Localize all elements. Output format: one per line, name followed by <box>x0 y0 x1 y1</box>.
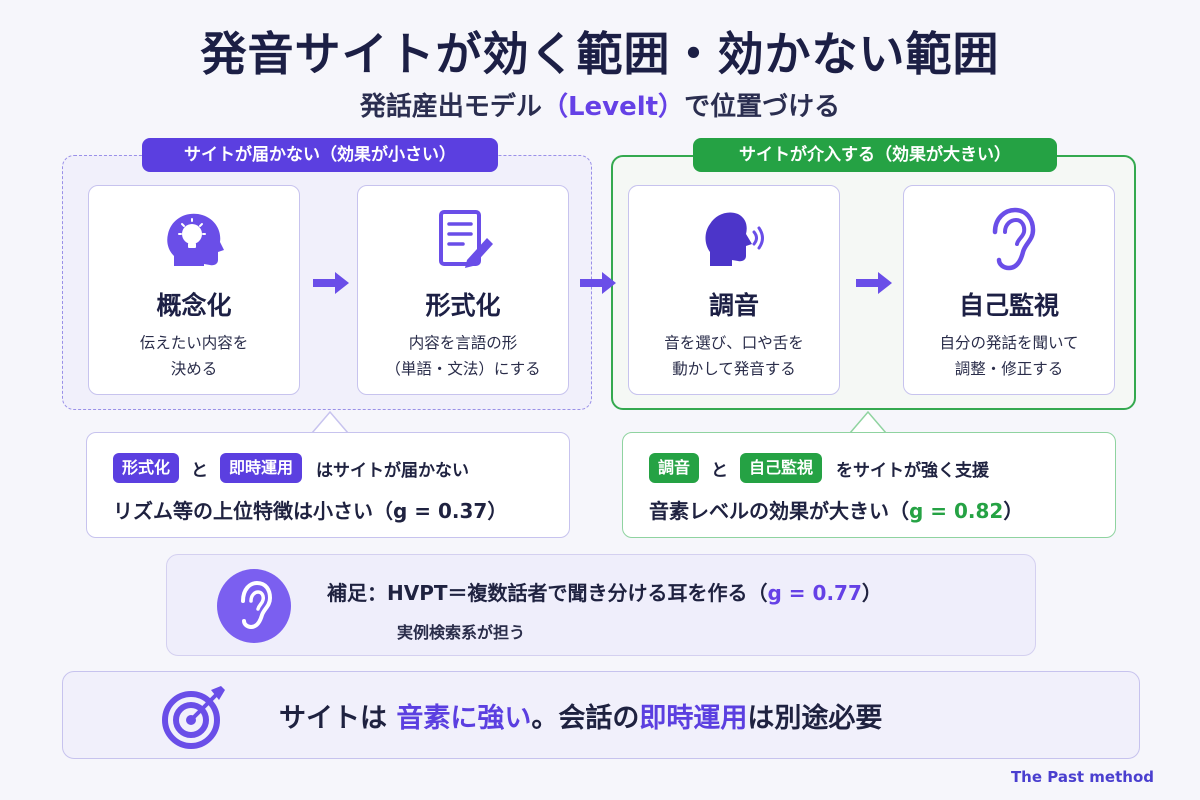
subtitle-prefix: 発話産出モデル <box>359 92 542 122</box>
arrow-right-icon <box>580 272 616 294</box>
note-unreached: 形式化 と 即時運用 はサイトが届かない リズム等の上位特徴は小さい（g = 0… <box>86 432 570 538</box>
note-line: 調音 と 自己監視 をサイトが強く支援 <box>649 453 989 483</box>
effect-size: g = 0.37 <box>393 499 488 523</box>
stage-description-line: 伝えたい内容を <box>139 334 249 352</box>
ear-icon <box>992 207 1036 271</box>
stage-description: 音を選び、口や舌を 動かして発音する <box>629 330 839 382</box>
conclusion-box: サイトは 音素に強い。会話の即時運用は別途必要 <box>62 671 1140 759</box>
conclusion-part: 。会話の <box>531 703 640 734</box>
note-effect: リズム等の上位特徴は小さい（g = 0.37） <box>113 495 507 524</box>
conclusion-text: サイトは 音素に強い。会話の即時運用は別途必要 <box>279 696 882 735</box>
brand-label: The Past method <box>1010 768 1154 786</box>
note-intervened: 調音 と 自己監視 をサイトが強く支援 音素レベルの効果が大きい（g = 0.8… <box>622 432 1116 538</box>
stage-card-articulation: 調音 音を選び、口や舌を 動かして発音する <box>628 185 840 395</box>
stage-description: 内容を言語の形 （単語・文法）にする <box>358 330 568 382</box>
supplement-box: 補足：HVPT＝複数話者で聞き分ける耳を作る（g = 0.77） 実例検索系が担… <box>166 554 1036 656</box>
stage-description: 伝えたい内容を 決める <box>89 330 299 382</box>
ear-icon <box>241 580 273 630</box>
effect-size: g = 0.77 <box>767 581 862 605</box>
supplement-sub: 実例検索系が担う <box>397 623 526 642</box>
stage-title: 形式化 <box>425 291 501 320</box>
speaking-head-icon <box>705 212 764 266</box>
stage-description-line: 調整・修正する <box>954 360 1064 378</box>
stage-card-formulation: 形式化 内容を言語の形 （単語・文法）にする <box>357 185 569 395</box>
stage-title: 調音 <box>708 291 759 320</box>
join-text: と <box>191 460 209 481</box>
conclusion-part: は別途必要 <box>747 703 883 734</box>
note-rest: をサイトが強く支援 <box>836 460 990 481</box>
effect-text: 音素レベルの効果が大きい（ <box>649 499 909 523</box>
group-label-intervened: サイトが介入する（効果が大きい） <box>693 138 1057 172</box>
conclusion-highlight: 音素に強い <box>396 703 532 734</box>
arrow-right-icon <box>856 272 892 294</box>
supplement-text: 補足：HVPT＝複数話者で聞き分ける耳を作る（ <box>327 581 768 605</box>
subtitle-highlight: （Levelt） <box>541 92 685 122</box>
stage-card-self-monitoring: 自己監視 自分の発話を聞いて 調整・修正する <box>903 185 1115 395</box>
conclusion-highlight: 即時運用 <box>639 703 748 734</box>
stage-description-line: 自分の発話を聞いて <box>939 334 1079 352</box>
tag-immediate-use: 即時運用 <box>220 453 303 483</box>
stage-description-line: 動かして発音する <box>672 360 796 378</box>
tag-articulation: 調音 <box>649 453 700 483</box>
tag-formulation: 形式化 <box>113 453 180 483</box>
callout-pointer <box>849 410 887 434</box>
effect-text: ） <box>487 499 508 523</box>
stage-card-conceptualization: 概念化 伝えたい内容を 決める <box>88 185 300 395</box>
tag-self-monitoring: 自己監視 <box>740 453 823 483</box>
conclusion-part: サイトは <box>279 703 397 734</box>
group-label-unreached: サイトが届かない（効果が小さい） <box>142 138 498 172</box>
subtitle-suffix: で位置づける <box>684 92 841 122</box>
document-pencil-icon <box>439 210 493 268</box>
note-line: 形式化 と 即時運用 はサイトが届かない <box>113 453 469 483</box>
target-icon <box>162 686 225 749</box>
ear-badge <box>217 569 291 643</box>
stage-title: 概念化 <box>156 291 232 320</box>
head-lightbulb-icon <box>167 213 224 266</box>
arrow-right-icon <box>313 272 349 294</box>
effect-text: リズム等の上位特徴は小さい（ <box>113 499 393 523</box>
note-effect: 音素レベルの効果が大きい（g = 0.82） <box>649 495 1023 524</box>
page-subtitle: 発話産出モデル（Levelt）で位置づける <box>0 86 1200 123</box>
stage-description: 自分の発話を聞いて 調整・修正する <box>904 330 1114 382</box>
stage-description-line: 音を選び、口や舌を <box>664 334 804 352</box>
page-title: 発音サイトが効く範囲・効かない範囲 <box>200 27 1000 81</box>
stage-description-line: 内容を言語の形 <box>408 334 518 352</box>
join-text: と <box>711 460 729 481</box>
effect-size: g = 0.82 <box>909 499 1004 523</box>
note-rest: はサイトが届かない <box>316 460 470 481</box>
supplement-main: 補足：HVPT＝複数話者で聞き分ける耳を作る（g = 0.77） <box>327 577 882 606</box>
stage-title: 自己監視 <box>958 291 1059 320</box>
callout-pointer <box>311 410 349 434</box>
effect-text: ） <box>1003 499 1024 523</box>
stage-description-line: （単語・文法）にする <box>385 360 541 378</box>
supplement-text: ） <box>861 581 882 605</box>
stage-description-line: 決める <box>170 360 218 378</box>
